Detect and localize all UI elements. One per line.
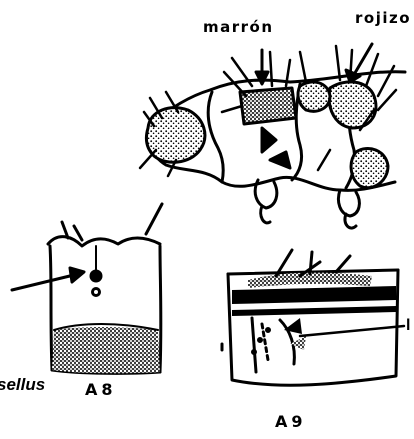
a9-dark-band: [232, 286, 396, 304]
label-species-fragment: sellus: [0, 376, 45, 393]
label-a9: A9: [275, 414, 307, 430]
larva-lateral-view: [140, 44, 405, 228]
label-edge: l: [406, 318, 410, 334]
brown-patch: [240, 88, 296, 124]
label-a8: A8: [85, 382, 117, 398]
a8-stippled-band: [52, 327, 160, 373]
segment-a9-drawing: [222, 250, 404, 385]
arrow-a8: [12, 274, 78, 290]
pointer-a9: [300, 326, 404, 336]
label-rojizo: rojizo: [355, 11, 411, 26]
label-marron: marrón: [203, 20, 274, 35]
segment-a8-drawing: [12, 204, 162, 373]
head-verruca: [146, 108, 204, 163]
reddish-patch: [329, 82, 376, 128]
proleg-right: [338, 190, 359, 216]
